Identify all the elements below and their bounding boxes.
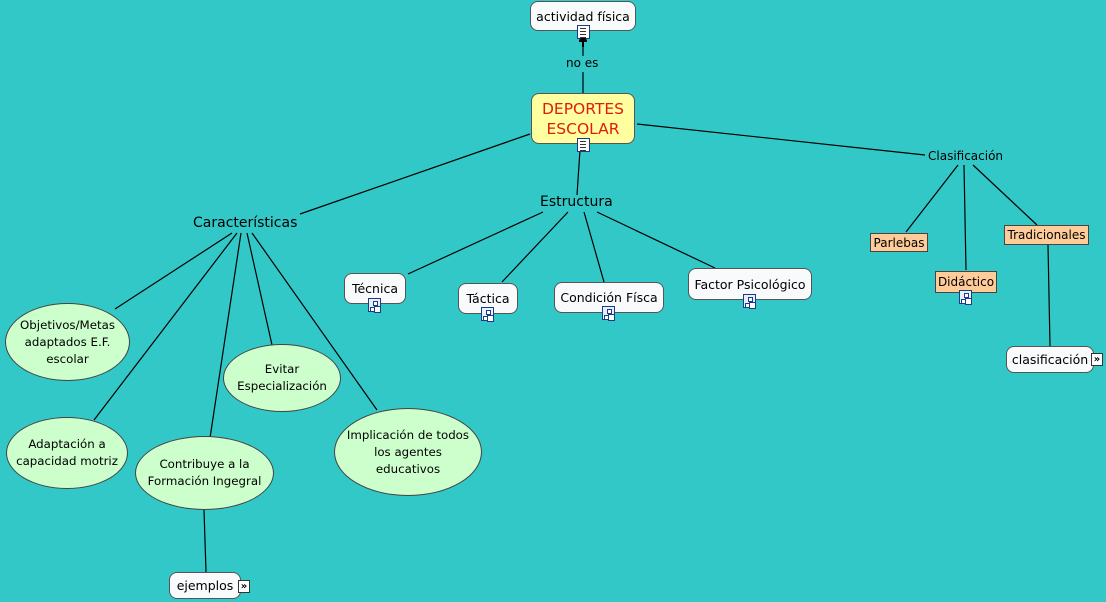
node-contribuye-formacion[interactable]: Contribuye a la Formación Ingegral	[135, 436, 274, 510]
label-clasificacion[interactable]: Clasificación	[928, 149, 1004, 163]
node-label: Táctica	[466, 291, 510, 306]
node-label: Didáctico	[937, 275, 995, 289]
document-icon[interactable]	[577, 25, 590, 39]
node-label: Condición Físca	[560, 290, 658, 305]
submap-icon[interactable]	[959, 290, 972, 304]
node-label: actividad física	[536, 8, 630, 24]
connector	[246, 232, 273, 346]
node-tradicionales[interactable]: Tradicionales	[1004, 225, 1089, 245]
node-implicacion-agentes[interactable]: Implicación de todos los agentes educati…	[334, 408, 482, 496]
node-evitar-especializacion[interactable]: Evitar Especialización	[223, 344, 341, 412]
connector	[1047, 244, 1051, 347]
connector	[576, 149, 581, 196]
connector	[963, 164, 967, 271]
node-condicion-fisica[interactable]: Condición Físca	[554, 282, 664, 313]
node-actividad-fisica[interactable]: actividad física	[530, 1, 636, 31]
node-label: Evitar Especialización	[237, 362, 327, 393]
connector	[596, 211, 716, 269]
node-label: Tradicionales	[1007, 228, 1086, 242]
node-deportes-escolar[interactable]: DEPORTES ESCOLAR	[531, 93, 635, 144]
node-parlebas[interactable]: Parlebas	[870, 233, 928, 252]
submap-icon[interactable]	[368, 298, 381, 312]
connector	[299, 133, 531, 215]
node-label: Técnica	[351, 281, 398, 296]
connector	[114, 232, 233, 310]
node-label: ejemplos	[176, 578, 234, 593]
submap-icon[interactable]	[481, 307, 494, 321]
double-arrow-icon[interactable]: »	[1091, 353, 1103, 366]
pin-icon	[579, 38, 587, 47]
node-label: Parlebas	[873, 235, 925, 250]
connector	[636, 123, 926, 156]
double-arrow-icon[interactable]: »	[238, 580, 250, 593]
node-label: Contribuye a la Formación Ingegral	[147, 457, 262, 488]
label-estructura[interactable]: Estructura	[540, 194, 613, 210]
connector	[972, 164, 1038, 226]
node-label: DEPORTES ESCOLAR	[541, 99, 625, 138]
node-tactica[interactable]: Táctica	[458, 283, 518, 314]
label-caracteristicas[interactable]: Características	[193, 215, 298, 231]
node-label: clasificación	[1011, 352, 1089, 367]
node-label: Implicación de todos los agentes educati…	[346, 427, 470, 476]
connector	[203, 509, 207, 573]
connector	[251, 232, 378, 411]
submap-icon[interactable]	[743, 294, 756, 308]
connector	[501, 211, 569, 283]
link-label-no-es: no es	[566, 56, 599, 70]
connector	[407, 211, 544, 275]
node-objetivos-metas[interactable]: Objetivos/Metas adaptados E.F. escolar	[5, 303, 130, 381]
node-label: Factor Psicológico	[694, 276, 806, 292]
submap-icon[interactable]	[602, 306, 615, 320]
node-label: Objetivos/Metas adaptados E.F. escolar	[20, 317, 115, 366]
connector	[905, 164, 959, 233]
arrow-glyph: »	[1093, 354, 1101, 365]
node-ejemplos[interactable]: ejemplos	[169, 572, 241, 599]
connector	[93, 232, 238, 421]
document-icon[interactable]	[577, 138, 590, 152]
connector	[209, 232, 242, 439]
node-clasificacion[interactable]: clasificación	[1006, 346, 1094, 373]
connector	[583, 211, 605, 283]
arrow-glyph: »	[240, 581, 248, 592]
node-factor-psicologico[interactable]: Factor Psicológico	[688, 268, 812, 300]
node-adaptacion-capacidad-motriz[interactable]: Adaptación a capacidad motriz	[6, 417, 128, 489]
node-label: Adaptación a capacidad motriz	[16, 437, 118, 468]
